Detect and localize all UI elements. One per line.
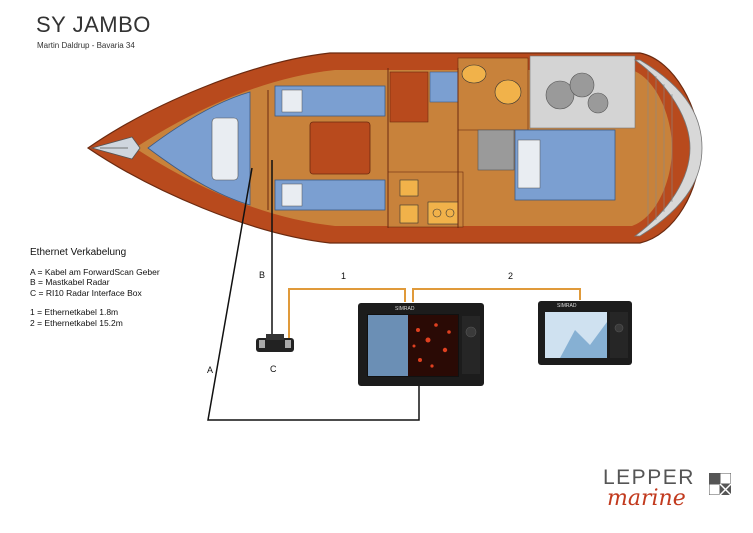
- second-display-brand: SIMRAD: [557, 303, 577, 309]
- pillow-port: [281, 89, 303, 113]
- diagram-subtitle: Martin Daldrup - Bavaria 34: [37, 41, 135, 50]
- legend-cable-2: 2 = Ethernetkabel 15.2m: [30, 317, 123, 328]
- label-c: C: [270, 364, 277, 374]
- legend-item-c: C = RI10 Radar Interface Box: [30, 287, 142, 298]
- toilet: [494, 79, 522, 105]
- brand-logo: LEPPER marine: [603, 466, 733, 514]
- cable-a: [207, 167, 420, 421]
- legend-item-a: A = Kabel am ForwardScan Geber: [30, 266, 160, 277]
- ri10-box: [256, 334, 294, 352]
- label-a: A: [207, 365, 214, 375]
- second-display: [538, 301, 632, 365]
- v-berth-pillow: [211, 117, 239, 181]
- legend-item-b: B = Mastkabel Radar: [30, 277, 110, 287]
- nav-seat: [429, 71, 459, 103]
- main-display-brand: SIMRAD: [395, 306, 415, 312]
- brand-flag-icon: [709, 473, 731, 495]
- cooktop: [427, 201, 459, 225]
- legend-heading: Ethernet Verkabelung: [30, 247, 127, 258]
- cable-2: [412, 288, 581, 302]
- main-display: [358, 303, 484, 386]
- winch-3: [587, 92, 609, 114]
- transom: [633, 59, 703, 237]
- legend-cable-1: 1 = Ethernetkabel 1.8m: [30, 307, 119, 317]
- sink: [399, 204, 419, 224]
- diagram-title: SY JAMBO: [36, 12, 151, 37]
- label-2: 2: [508, 271, 514, 281]
- winch-2: [569, 72, 595, 98]
- stove: [399, 179, 419, 197]
- label-b: B: [259, 270, 266, 280]
- legend: Ethernet Verkabelung A = Kabel am Forwar…: [30, 247, 160, 328]
- nav-cabinet: [389, 71, 429, 123]
- engine-box: [477, 129, 515, 171]
- saloon-table: [309, 121, 371, 175]
- brand-word-lepper: LEPPER: [603, 466, 695, 489]
- label-1: 1: [341, 271, 347, 281]
- brand-word-marine: marine: [607, 486, 686, 511]
- aft-pillow: [517, 139, 541, 189]
- head-basin: [461, 64, 487, 84]
- winch-1: [545, 80, 575, 110]
- pillow-starboard: [281, 183, 303, 207]
